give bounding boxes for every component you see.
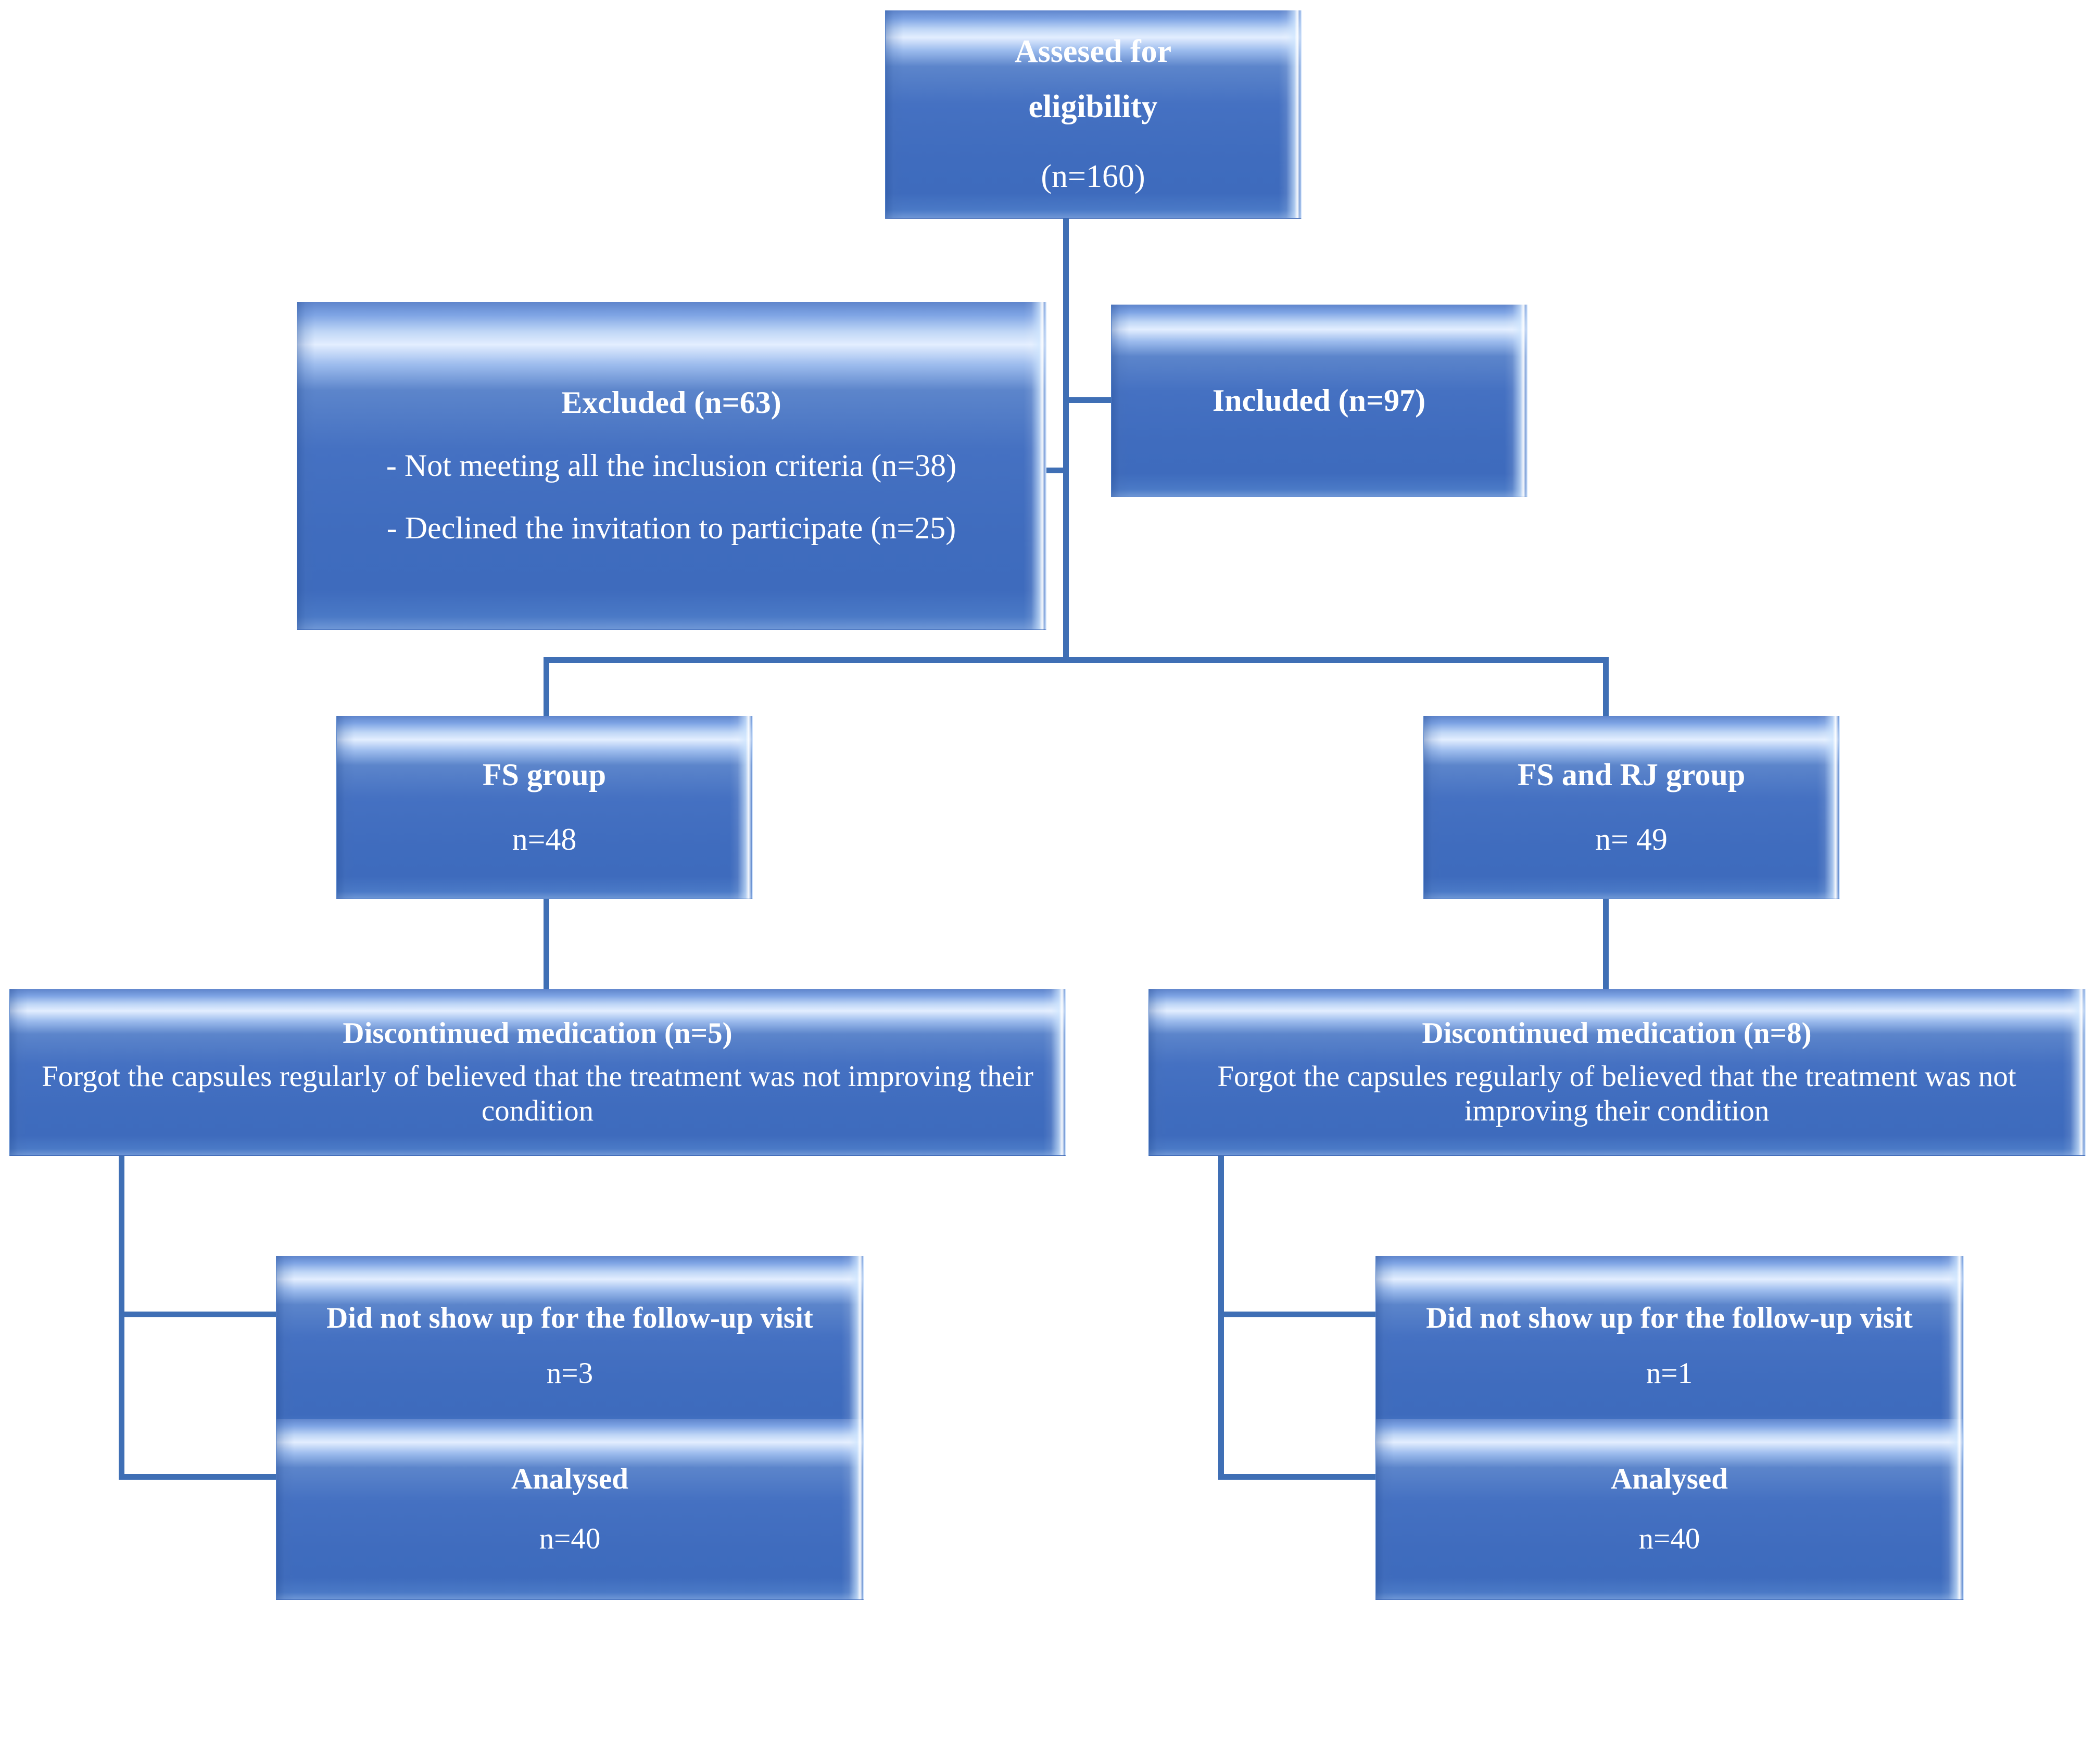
connector-left-to-noshow: [119, 1312, 276, 1317]
fs-group-heading: FS group: [482, 757, 607, 792]
assessed-line1: Assesed for: [1014, 33, 1172, 69]
node-noshow-right[interactable]: Did not show up for the follow-up visit …: [1375, 1256, 1964, 1437]
discontinued-left-heading: Discontinued medication (n=5): [343, 1016, 733, 1050]
analysed-left-heading: Analysed: [511, 1463, 628, 1496]
node-noshow-left[interactable]: Did not show up for the follow-up visit …: [276, 1256, 864, 1437]
connector-left-to-analysed: [119, 1474, 276, 1480]
included-heading: Included (n=97): [1212, 383, 1426, 418]
assessed-line2: eligibility: [1028, 89, 1158, 124]
analysed-right-heading: Analysed: [1611, 1463, 1728, 1496]
assessed-count: (n=160): [1041, 158, 1145, 194]
noshow-right-heading: Did not show up for the follow-up visit: [1426, 1302, 1913, 1335]
connector-split-bar: [544, 657, 1609, 663]
node-assessed-for-eligibility[interactable]: Assesed for eligibility (n=160): [885, 10, 1302, 219]
node-analysed-left[interactable]: Analysed n=40: [276, 1419, 864, 1600]
noshow-left-heading: Did not show up for the follow-up visit: [326, 1302, 813, 1335]
connector-right-spine: [1218, 1155, 1224, 1480]
node-fs-rj-group[interactable]: FS and RJ group n= 49: [1423, 716, 1840, 899]
connector-split-left-drop: [544, 657, 549, 716]
connector-assessed-trunk: [1063, 216, 1069, 663]
connector-left-spine: [119, 1155, 124, 1480]
discontinued-right-detail: Forgot the capsules regularly of believe…: [1217, 1060, 2016, 1128]
connector-fsrj-to-discontinued: [1603, 899, 1609, 989]
discontinued-left-detail: Forgot the capsules regularly of believe…: [42, 1060, 1033, 1128]
excluded-reason-2: - Declined the invitation to participate…: [386, 511, 956, 546]
excluded-heading: Excluded (n=63): [561, 385, 781, 420]
noshow-left-count: n=3: [546, 1357, 594, 1390]
node-analysed-right[interactable]: Analysed n=40: [1375, 1419, 1964, 1600]
fs-group-count: n=48: [512, 822, 577, 856]
noshow-right-count: n=1: [1646, 1357, 1693, 1390]
fs-rj-group-count: n= 49: [1595, 822, 1668, 856]
connector-right-to-analysed: [1218, 1474, 1375, 1480]
analysed-right-count: n=40: [1638, 1522, 1700, 1555]
discontinued-right-heading: Discontinued medication (n=8): [1422, 1016, 1812, 1050]
node-fs-group[interactable]: FS group n=48: [336, 716, 753, 899]
fs-rj-group-heading: FS and RJ group: [1517, 757, 1746, 792]
connector-split-right-drop: [1603, 657, 1609, 716]
connector-fs-to-discontinued: [544, 899, 549, 989]
node-included[interactable]: Included (n=97): [1111, 305, 1527, 497]
node-discontinued-left[interactable]: Discontinued medication (n=5) Forgot the…: [9, 989, 1066, 1156]
connector-to-included: [1063, 397, 1111, 403]
node-excluded[interactable]: Excluded (n=63) - Not meeting all the in…: [297, 302, 1046, 630]
excluded-reason-1: - Not meeting all the inclusion criteria…: [386, 448, 957, 483]
connector-right-to-noshow: [1218, 1312, 1375, 1317]
node-discontinued-right[interactable]: Discontinued medication (n=8) Forgot the…: [1148, 989, 2086, 1156]
analysed-left-count: n=40: [539, 1522, 601, 1555]
